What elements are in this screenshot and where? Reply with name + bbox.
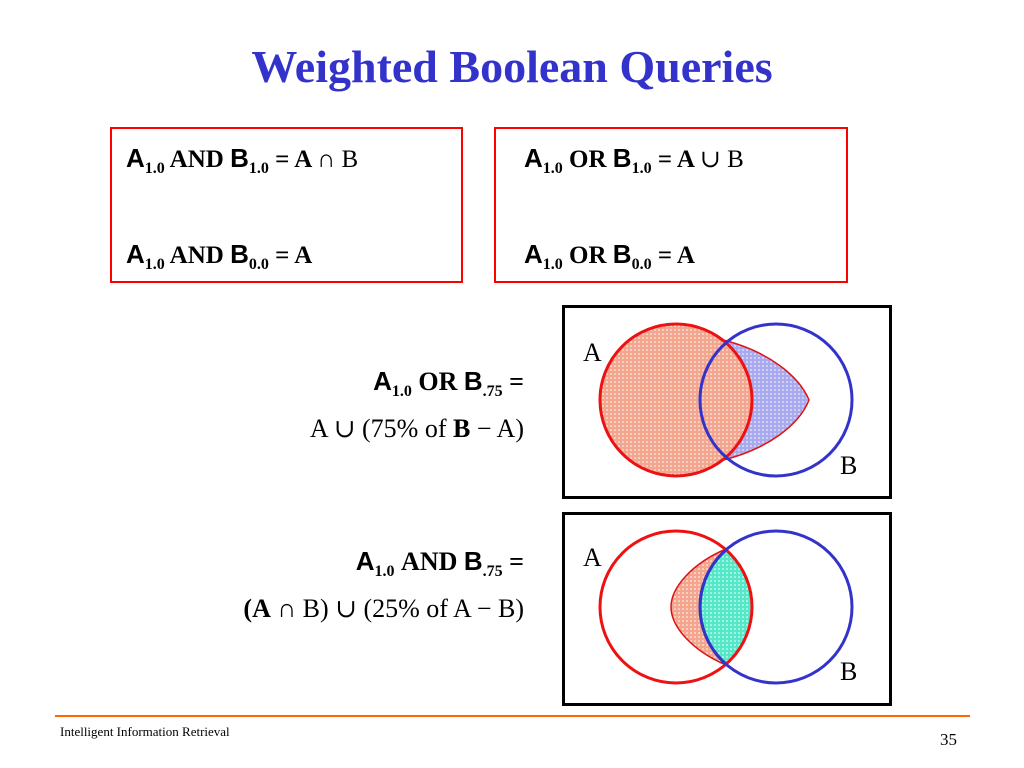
equals-a: = A (657, 146, 694, 173)
term-a: A (373, 366, 392, 396)
union-symbol: ∪ (335, 594, 357, 623)
weight-b: 1.0 (631, 160, 652, 177)
set-b: B (452, 414, 471, 443)
weight-b: 0.0 (631, 256, 652, 273)
union-symbol: ∪ (699, 146, 721, 173)
operator: OR (418, 367, 458, 396)
circle-a (598, 529, 754, 685)
and-rule-line-1: A1.0 AND B1.0 = A ∩ B (126, 143, 358, 184)
operator: AND (401, 547, 458, 576)
venn-label-b: B (840, 657, 858, 686)
weight-b: 1.0 (248, 160, 269, 177)
fraction-text: (75% of (362, 414, 447, 443)
venn-and-diagram: A B (562, 512, 892, 706)
and-weighted-expression: A1.0 AND B.75 = (356, 546, 524, 581)
and-rule-line-2: A1.0 AND B0.0 = A (126, 239, 312, 280)
fraction-text: (25% of A − B) (363, 594, 524, 623)
term-a: A (524, 143, 543, 173)
slide-title: Weighted Boolean Queries (251, 41, 773, 92)
set-a: A (252, 594, 271, 623)
footer-course-title: Intelligent Information Retrieval (60, 724, 230, 739)
set-b: B (341, 146, 359, 173)
set-b: B (727, 146, 744, 173)
intersection-symbol: ∩ (317, 146, 336, 173)
circle-b (698, 322, 854, 478)
term-b: B (463, 366, 483, 396)
or-weighted-definition: A ∪ (75% of B − A) (310, 414, 524, 444)
weight-a: 1.0 (542, 160, 563, 177)
weight-a: 1.0 (542, 256, 563, 273)
operator: AND (169, 146, 224, 173)
equals-sign: = (509, 367, 524, 396)
circle-a (598, 322, 754, 478)
open-paren: ( (243, 594, 253, 623)
difference-text: − A) (476, 414, 524, 443)
or-rule-line-2: A1.0 OR B0.0 = A (524, 239, 695, 280)
page-number: 35 (940, 730, 957, 749)
term-a: A (355, 546, 375, 576)
term-a: A (126, 143, 145, 173)
venn-or-svg (598, 322, 854, 478)
venn-label-a: A (583, 338, 602, 367)
set-a: A (309, 414, 328, 443)
weight-a: 1.0 (374, 563, 395, 580)
footer-divider (55, 715, 970, 717)
term-b: B (463, 546, 483, 576)
operator: OR (569, 242, 607, 269)
intersection-symbol: ∩ (277, 594, 297, 623)
term-a: A (126, 239, 145, 269)
term-b: B (612, 239, 632, 269)
weight-b: 0.0 (248, 256, 269, 273)
circle-b (698, 529, 854, 685)
equals-sign: = (509, 547, 524, 576)
operator: OR (569, 146, 607, 173)
intersection-region (700, 531, 752, 683)
weight-a: 1.0 (144, 160, 165, 177)
and-rules-box: A1.0 AND B1.0 = A ∩ B A1.0 AND B0.0 = A (110, 127, 463, 283)
weight-a: 1.0 (391, 383, 412, 400)
venn-label-b: B (840, 451, 858, 480)
union-symbol: ∪ (333, 414, 356, 443)
term-a: A (524, 239, 543, 269)
weight-b: .75 (482, 563, 503, 580)
venn-or-diagram: A B (562, 305, 892, 499)
venn-and-svg (598, 529, 854, 685)
or-rule-line-1: A1.0 OR B1.0 = A ∪ B (524, 143, 744, 184)
or-rules-box: A1.0 OR B1.0 = A ∪ B A1.0 OR B0.0 = A (494, 127, 848, 283)
equals-a: = A (275, 146, 311, 173)
term-b: B (612, 143, 632, 173)
venn-label-a: A (583, 543, 602, 572)
term-b: B (230, 239, 249, 269)
or-weighted-expression: A1.0 OR B.75 = (373, 366, 524, 401)
weight-a: 1.0 (144, 256, 165, 273)
equals-a: = A (275, 242, 313, 269)
operator: AND (169, 242, 224, 269)
equals-a: = A (657, 242, 695, 269)
and-weighted-definition: (A ∩ B) ∪ (25% of A − B) (243, 594, 524, 624)
set-b: B) (302, 594, 329, 623)
term-b: B (230, 143, 249, 173)
weight-b: .75 (482, 383, 503, 400)
